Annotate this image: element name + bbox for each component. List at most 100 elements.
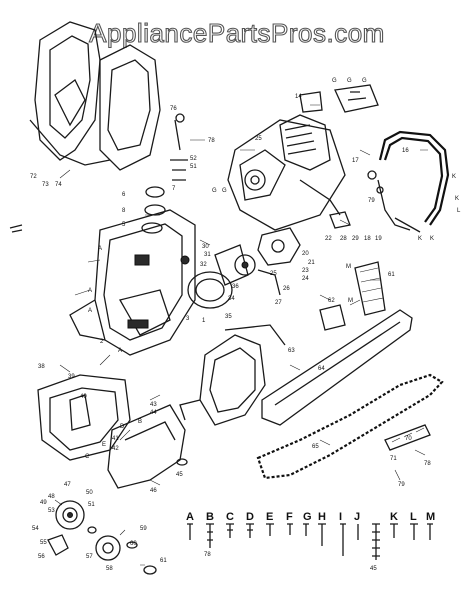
callout-73: 73 [42,182,49,188]
chain-guard-plate[interactable] [107,404,186,489]
legend-num-78: 78 [204,552,211,558]
chain-sample-strip[interactable] [354,261,386,316]
callout-25: 25 [255,136,262,142]
callout-61a: 61 [388,272,395,278]
carburetor[interactable] [257,227,301,266]
muffler-plate[interactable] [334,84,379,113]
callout-70: 70 [405,436,412,442]
callout-17: 17 [352,158,359,164]
callout-35: 35 [225,314,232,320]
legend-K: K [390,511,398,523]
callout-78b: 78 [424,461,431,467]
callout-G2: G [332,78,337,84]
callout-29: 29 [352,236,359,242]
callout-45: 45 [176,472,183,478]
callout-72: 72 [30,174,37,180]
callout-48: 48 [48,494,55,500]
callout-64: 64 [318,366,325,372]
callout-L: L [457,208,461,214]
callout-A3: A [88,308,92,314]
callout-7: 7 [172,186,176,192]
callout-58: 58 [106,566,113,572]
callout-8: 8 [122,208,126,214]
legend-L: L [410,511,417,523]
sprocket[interactable] [95,535,121,561]
clutch-spring[interactable] [47,534,69,556]
caps-washers[interactable] [141,186,166,234]
chain-links-detail[interactable] [384,424,431,451]
callout-62: 62 [328,298,335,304]
callout-21: 21 [308,260,315,266]
callout-46: 46 [150,488,157,494]
callout-43: 43 [150,402,157,408]
legend-E: E [266,511,273,523]
callout-22: 22 [325,236,332,242]
callout-32: 32 [200,262,207,268]
callout-25b: 25 [270,271,277,277]
legend-M: M [426,511,435,523]
callout-27: 27 [275,300,282,306]
screw-stack[interactable] [170,113,188,181]
callout-40: 40 [80,394,87,400]
saw-chain[interactable] [256,373,444,480]
legend-num-45: 45 [370,566,377,572]
rear-handle-housing[interactable] [29,21,161,171]
callout-63: 63 [288,348,295,354]
callout-K2: K [455,196,459,202]
nut-45[interactable] [176,458,188,466]
legend-C: C [226,511,234,523]
fastener-legend: A B C D E F G H I J K L M 78 45 [186,511,435,572]
legend-H: H [318,511,326,523]
bar-plate[interactable] [319,304,346,331]
legend-screws [187,523,433,560]
callout-2: 2 [100,339,104,345]
callout-23: 23 [302,268,309,274]
callout-56: 56 [38,554,45,560]
callout-5: 5 [122,222,126,228]
callout-G5: G [222,188,227,194]
front-handle[interactable] [377,130,450,233]
callout-57: 57 [86,554,93,560]
callout-19: 19 [375,236,382,242]
clutch-side-cover[interactable] [37,374,131,461]
bearing-washer[interactable] [87,526,157,575]
callout-A2: A [88,288,92,294]
clutch-drum[interactable] [55,500,85,530]
callout-78: 78 [208,138,215,144]
callout-51: 51 [190,164,197,170]
callout-M1: M [346,264,351,270]
callout-D: D [120,424,125,430]
engine-block[interactable] [227,91,346,231]
starter-assembly[interactable] [180,244,281,309]
watermark-text: AppliancePartsPros.com [89,18,385,48]
legend-F: F [286,511,293,523]
saw-powerhead[interactable] [179,324,286,426]
callout-A4: A [118,348,122,354]
callout-65: 65 [312,444,319,450]
fuel-tank-housing[interactable] [69,209,196,356]
callout-C: C [85,454,90,460]
callout-1: 1 [202,318,206,324]
callout-16: 16 [402,148,409,154]
callout-K1: K [452,174,456,180]
callout-E: E [102,442,106,448]
callout-M2: M [348,298,353,304]
callout-50: 50 [86,490,93,496]
callout-55: 55 [40,540,47,546]
callout-42: 42 [112,446,119,452]
callout-79b: 79 [398,482,405,488]
callout-71: 71 [390,456,397,462]
guide-bar[interactable] [261,309,413,426]
small-hardware [9,170,384,233]
callout-28: 28 [340,236,347,242]
callout-24: 24 [302,276,309,282]
callout-54: 54 [32,526,39,532]
callout-20: 20 [302,251,309,257]
callout-59: 59 [140,526,147,532]
callout-61b: 61 [160,558,167,564]
callout-53: 53 [48,508,55,514]
legend-I: I [339,511,342,523]
callout-30: 30 [202,244,209,250]
callout-6: 6 [122,192,126,198]
